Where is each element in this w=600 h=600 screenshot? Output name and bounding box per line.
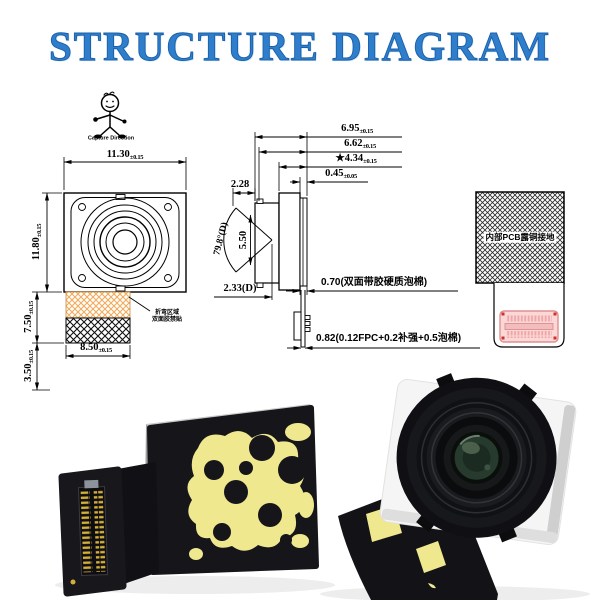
foam-note: 0.70(双面带胶硬质泡棉) [321, 277, 428, 288]
dim-star-depth: ★4.34±0.15 [335, 152, 377, 165]
dim-tail-length: 3.50±0.15 [22, 350, 35, 382]
photo-module-front [320, 373, 590, 600]
dim-fpc-width: 8.50±0.15 [80, 341, 112, 354]
front-view-drawing [32, 157, 187, 391]
dim-lens-protrusion: 2.33(D) [223, 282, 257, 294]
dim-total-depth: 6.95±0.15 [341, 122, 373, 135]
dim-foam-gap: 0.45±0.05 [325, 167, 357, 180]
dim-body-depth: 6.62±0.15 [344, 137, 376, 150]
pcb-ground-note: 内部PCB露铜接地 [483, 231, 557, 243]
page-title: STRUCTURE DIAGRAM [48, 23, 552, 70]
dim-bend-length: 7.50±0.15 [22, 301, 35, 333]
dim-aperture: 5.50 [237, 230, 249, 250]
bend-area-note: 折弯区域 双面胶禁贴 [152, 310, 183, 324]
capture-direction-label: Capture Direction [87, 135, 135, 142]
side-view-drawing [214, 132, 480, 351]
back-view-drawing [475, 191, 565, 348]
photo-module-back [55, 404, 335, 597]
dim-lens-offset: 2.28 [230, 178, 250, 190]
stack-note: 0.82(0.12FPC+0.2补强+0.5泡棉) [316, 333, 462, 344]
dim-front-height: 11.80±0.15 [30, 223, 43, 261]
capture-direction-figure-icon [93, 91, 127, 139]
dim-front-width: 11.30±0.15 [106, 148, 144, 161]
